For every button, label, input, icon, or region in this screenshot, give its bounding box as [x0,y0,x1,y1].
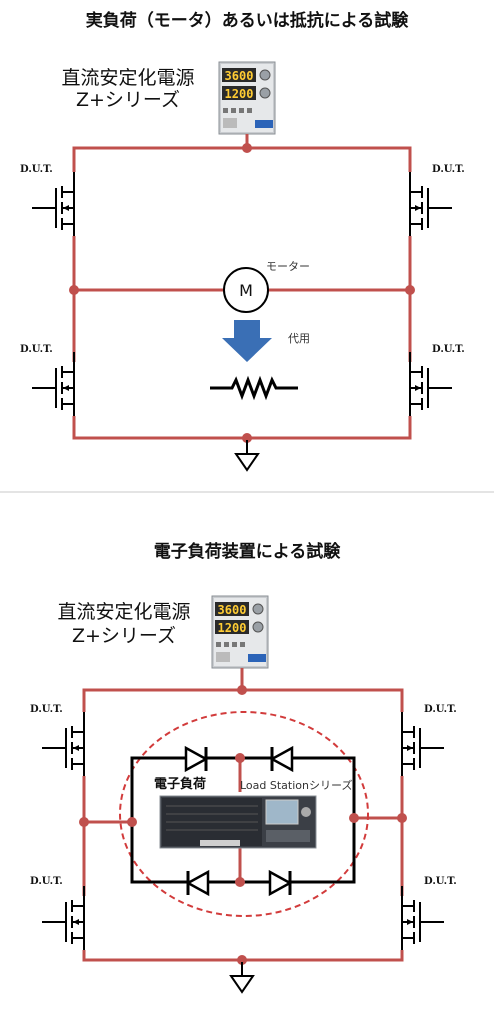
electronic-load-icon [159,795,317,849]
diode-icon [185,869,210,897]
substitute-label: 代用 [288,332,310,345]
dut-label: D.U.T. [30,876,63,887]
diode-icon [268,869,293,897]
load-highlight-circle [119,711,369,917]
motor-icon: M [223,267,269,313]
mosfet-icon [31,171,75,237]
psu1-label-line1: 直流安定化電源 [61,67,194,89]
mosfet-icon [41,711,85,777]
diode-icon [269,745,294,773]
ground-icon [235,439,259,471]
junction-node [235,753,245,763]
junction-node [127,817,137,827]
mosfet-icon [409,351,453,417]
psu1-display-top: 3600 [225,69,254,83]
dut-label: D.U.T. [30,704,63,715]
dut-label: D.U.T. [424,876,457,887]
series-label: Load Stationシリーズ [240,778,352,792]
top-rail-wire [72,146,412,172]
resistor-icon [210,375,298,401]
junction-node [237,955,247,965]
section1-title: 実負荷（モータ）あるいは抵抗による試験 [86,10,409,31]
psu2-label-line1: 直流安定化電源 [57,601,190,623]
motor-symbol: M [239,281,253,300]
junction-node [79,817,89,827]
bottom-rail-wire [72,416,412,440]
electronic-load-label: 電子負荷 [154,776,206,792]
psu1-label-line2: Z+シリーズ [76,89,180,111]
psu2-display-bottom: 1200 [218,621,247,635]
diode-icon [184,745,209,773]
motor-label: モーター [266,260,310,273]
mosfet-icon [401,885,445,951]
junction-node [349,813,359,823]
junction-node [237,685,247,695]
junction-node [397,813,407,823]
section2-title: 電子負荷装置による試験 [154,541,341,562]
dut-label: D.U.T. [424,704,457,715]
power-supply-icon: 3600 1200 [211,595,269,669]
power-supply-icon: 3600 1200 [218,61,276,135]
ground-icon [230,961,254,993]
mosfet-icon [31,351,75,417]
dut-label: D.U.T. [432,164,465,175]
mosfet-icon [41,885,85,951]
junction-node [242,433,252,443]
psu1-display-bottom: 1200 [225,87,254,101]
junction-node [235,877,245,887]
dut-label: D.U.T. [432,344,465,355]
dut-label: D.U.T. [20,344,53,355]
junction-node [405,285,415,295]
dut-label: D.U.T. [20,164,53,175]
mosfet-icon [409,171,453,237]
junction-node [69,285,79,295]
mosfet-icon [401,711,445,777]
psu2-display-top: 3600 [218,603,247,617]
down-arrow-icon [222,320,272,362]
psu2-label-line2: Z+シリーズ [72,625,176,647]
junction-node [242,143,252,153]
